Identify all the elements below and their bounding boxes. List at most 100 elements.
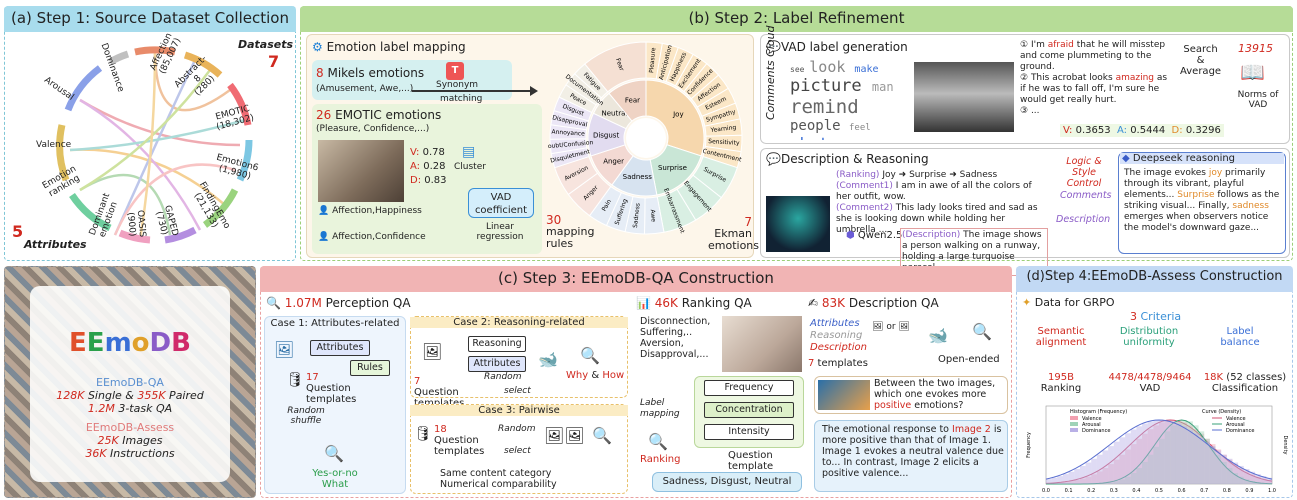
- ans-text: The emotional response to Image 2 is mor…: [822, 424, 1004, 479]
- hist-bar: [1204, 438, 1210, 484]
- hist-bar: [1074, 469, 1080, 484]
- vad-coef-box: VAD coefficient: [468, 188, 534, 218]
- wheel-outer-label: Fear: [614, 57, 625, 72]
- hist-bar: [1260, 476, 1267, 484]
- hist-bar: [1238, 476, 1244, 484]
- crit-distribution: Distribution uniformity: [1119, 326, 1179, 348]
- hist-bar: [1255, 476, 1261, 484]
- grpo-title: ✦ Data for GRPO: [1022, 296, 1115, 309]
- acrobat-photo: [914, 62, 1014, 132]
- hist-bar: [1130, 472, 1137, 484]
- x-tick: 1.0: [1268, 488, 1276, 494]
- hist-bar: [1125, 449, 1131, 484]
- wheel-outer-label: Annoyance: [551, 129, 585, 138]
- attributes-pill: Attributes: [310, 340, 370, 356]
- legend-label: Dominance: [1082, 428, 1110, 434]
- hist-bar: [1238, 468, 1244, 484]
- hist-bar: [1170, 425, 1176, 484]
- x-tick: 0.7: [1200, 488, 1208, 494]
- select3: select: [504, 446, 531, 456]
- synonym-icon: T: [446, 62, 464, 80]
- description-tag: Description: [1056, 214, 1111, 225]
- qwen-icon: ⬢: [846, 230, 855, 241]
- step2-header: [300, 6, 1293, 32]
- deepseek-icon: ◆: [1122, 153, 1130, 164]
- search-icon: 🔍: [648, 432, 668, 451]
- hist-bar: [1136, 438, 1143, 484]
- hist-bar: [1062, 482, 1069, 484]
- wheel-outer-label: Yearning: [709, 124, 736, 134]
- crit-balance: Label balance: [1220, 326, 1260, 348]
- legend-label: Valence: [1082, 416, 1102, 422]
- hist-bar: [1215, 454, 1222, 484]
- desc-templates: 7 templates: [808, 358, 868, 369]
- hist-bar: [1204, 438, 1210, 484]
- hist-bar: [1266, 477, 1272, 484]
- hist-bar: [1238, 465, 1244, 484]
- hist-bar: [1209, 446, 1216, 484]
- desc-title: 💬Description & Reasoning: [766, 152, 929, 166]
- database-icon: 🛢: [286, 372, 304, 388]
- hist-bar: [1057, 482, 1063, 484]
- norms-label: Norms of VAD: [1237, 90, 1279, 110]
- search-icon: 🔍: [592, 426, 612, 445]
- title-letter: m: [104, 328, 132, 358]
- hist-bar: [1147, 454, 1154, 484]
- hist-bar: [1113, 441, 1120, 484]
- plot-area: [1045, 405, 1273, 485]
- gear-icon: ⚙: [312, 40, 323, 54]
- mikels-box: [312, 60, 512, 100]
- datasets-count: 7: [268, 52, 280, 71]
- case2-title: Case 2: Reasoning-related: [410, 317, 628, 328]
- rank-items: Disconnection, Suffering,.. Aversion, Di…: [640, 316, 711, 360]
- hist-bar: [1198, 433, 1205, 484]
- wheel-outer-label: Awe: [649, 209, 657, 222]
- hist-bar: [1192, 429, 1199, 484]
- attr-valence: Valence: [36, 140, 72, 150]
- cloud-word: picture: [790, 76, 872, 96]
- hist-bar: [1119, 437, 1126, 484]
- synonym-label: Synonym: [436, 80, 479, 90]
- random-shuffle: Random shuffle: [287, 406, 325, 426]
- wheel-outer-label: Pleasure: [648, 47, 657, 73]
- title-letter: E: [69, 328, 87, 358]
- hist-bar: [1181, 420, 1188, 484]
- image-or: 🖼 or 🖼: [872, 322, 910, 332]
- hist-bar: [1108, 482, 1114, 484]
- step3-header: [260, 266, 1012, 292]
- hist-bar: [1215, 450, 1222, 484]
- hist-bar: [1096, 454, 1103, 484]
- hist-bar: [1085, 476, 1092, 484]
- hist-bar: [1119, 479, 1126, 484]
- search-average: Search&Average: [1180, 44, 1222, 77]
- rules-pill: Rules: [350, 360, 390, 376]
- cloud-label: Comments Cloud: [764, 25, 777, 120]
- vad-box: [760, 34, 1290, 144]
- hist-bar: [1221, 454, 1227, 484]
- rank-result: Sadness, Disgust, Neutral: [652, 472, 802, 492]
- attributes-pill-2: Attributes: [468, 356, 526, 372]
- reasoning-pill: Reasoning: [468, 336, 526, 352]
- synonym-arrow-head: [530, 86, 538, 96]
- logic-style: Logic & Style Control: [1066, 156, 1102, 189]
- title-letter: o: [131, 328, 150, 358]
- vad-result: V: 0.3653 A: 0.5444 D: 0.3296: [1060, 124, 1224, 137]
- hist-bar: [1232, 472, 1239, 484]
- hist-bar: [1046, 479, 1052, 484]
- q-thumb: [818, 380, 870, 410]
- linreg-label: Linear regression: [476, 222, 524, 242]
- hist-bar: [1266, 480, 1272, 484]
- q-text: Between the two images, which one evokes…: [874, 378, 996, 411]
- chat-icon: 💬: [766, 152, 781, 166]
- hist-bar: [1136, 426, 1143, 484]
- chord-diagram: [56, 46, 253, 244]
- hist-bar: [1164, 420, 1171, 484]
- density-curve: [1045, 419, 1273, 485]
- hist-bar: [1226, 459, 1233, 484]
- hist-bar: [1153, 420, 1159, 484]
- why-how: Why & How: [566, 370, 625, 381]
